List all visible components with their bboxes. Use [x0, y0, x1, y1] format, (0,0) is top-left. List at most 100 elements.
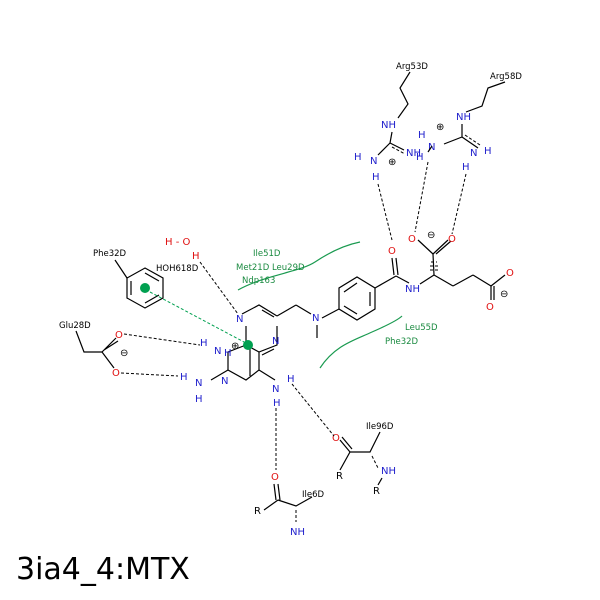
hbond-water-n5 [199, 261, 239, 315]
cg-cd [472, 274, 492, 287]
pteridine-n5: N [236, 314, 243, 325]
benzoyl-ring-inner [343, 282, 371, 315]
arg53-guanidine [377, 142, 405, 156]
cd-o-top [490, 274, 506, 287]
water-h-o: H - O [165, 237, 190, 248]
c2-amino-bond [210, 369, 229, 381]
residue-label-arg53: Arg53D [396, 62, 428, 72]
hydrophobic-arc-top [237, 241, 361, 291]
glu28-minus-charge: ⊖ [120, 348, 128, 359]
arg58-nh-top: NH [456, 112, 471, 123]
pteridine-n3: N [221, 376, 228, 387]
residue-label-glu28: Glu28D [59, 321, 91, 331]
cb-cg [452, 274, 474, 287]
pteridine-inner [249, 309, 275, 376]
ile6-co [273, 483, 281, 501]
ile96-n-r [377, 477, 383, 486]
residue-label-ile6: Ile6D [302, 490, 325, 500]
pteridine-n8: N [272, 336, 279, 347]
amide-co [391, 257, 399, 276]
alpha-c-o [417, 239, 452, 255]
pteridine-centroid [243, 340, 253, 350]
residue-label-hoh618: HOH618D [156, 264, 199, 274]
hydrophobic-label-leu55: Leu55D [405, 323, 438, 333]
gamma-o-bottom: O [486, 302, 494, 313]
amide-n-ca [419, 274, 435, 285]
arg58-chain [465, 81, 506, 113]
ile6-chain [263, 496, 313, 511]
arg58-n-h [427, 145, 433, 153]
alpha-o-left: O [408, 234, 416, 245]
hbond-arg58-o1 [414, 161, 429, 233]
phe32-stub [114, 259, 128, 279]
mtx-amide-nh: NH [405, 284, 420, 295]
phe32-ring-inner [130, 272, 160, 304]
c4-amino-h2: H [273, 398, 281, 409]
hbond-arg58-o2 [451, 173, 467, 235]
glu28-n1-h-label: H [200, 338, 208, 349]
hydrophobic-label-ile51: Ile51D [253, 249, 281, 259]
hydrophobic-label-phe32: Phe32D [385, 337, 419, 347]
ile6-o: O [271, 472, 279, 483]
ile96-nh: NH [381, 466, 396, 477]
pteridine-n1-h: H [224, 348, 232, 359]
c2-amino-n: N [195, 378, 202, 389]
ile6-r: R [254, 506, 261, 517]
c4-amino-n: N [272, 384, 279, 395]
gamma-minus-charge: ⊖ [500, 289, 508, 300]
pteridine-n1-plus: ⊕ [231, 341, 239, 352]
ca-cb [433, 274, 454, 287]
amide-c-n [395, 275, 410, 284]
alpha-stereo [430, 261, 438, 271]
hbond-arg53-o [377, 183, 393, 241]
ca-calpha-c [432, 253, 435, 276]
hydrophobic-arc-right [319, 315, 403, 369]
arg58-h-left2: H [416, 152, 424, 163]
glu28-chain [75, 330, 102, 353]
arg58-guanidine [443, 124, 479, 149]
hydrophobic-label-met21-leu29: Met21D Leu29D [236, 263, 305, 273]
n10-ch2 [295, 304, 312, 315]
gamma-o-top: O [506, 268, 514, 279]
arg53-chain [397, 71, 411, 119]
arg58-h-left1: H [418, 130, 426, 141]
ligand-title: 3ia4_4:MTX [16, 552, 190, 587]
hydrophobic-label-ndp163: Ndp163 [242, 276, 275, 286]
c2-amino-h1: H [180, 372, 188, 383]
arg53-h-left: H [354, 152, 362, 163]
ile96-o: O [332, 433, 340, 444]
hbond-c4amino-ile96 [291, 383, 335, 437]
arg58-h-right2: H [462, 162, 470, 173]
arg53-guanidine-dash [391, 146, 406, 155]
mtx-carbonyl-o-amide: O [388, 246, 396, 257]
ile96-chain [339, 431, 381, 471]
pi-stack-line [149, 291, 245, 343]
cd-o-bottom [490, 286, 495, 300]
ring-to-n10 [321, 308, 340, 319]
residue-label-arg58: Arg58D [490, 72, 522, 82]
c4-amino-h1: H [287, 374, 295, 385]
arg53-plus-charge: ⊕ [388, 157, 396, 168]
arg53-nh-top: NH [381, 120, 396, 131]
arg53-n-left: N [370, 156, 377, 167]
arg53-nh-right: NH [406, 148, 421, 159]
arg58-n-left: N [428, 142, 435, 153]
arg53-h-bottom: H [372, 172, 380, 183]
phe32-centroid [140, 283, 150, 293]
pteridine-n1: N [214, 346, 221, 357]
hbond-glu28-amino [120, 372, 179, 377]
residue-label-phe32: Phe32D [93, 249, 127, 259]
glu28-o-bottom: O [112, 368, 120, 379]
arg58-n-right: N [470, 148, 477, 159]
residue-label-ile96: Ile96D [366, 422, 394, 432]
water-h-bottom: H [192, 251, 200, 262]
arg58-h-right1: H [484, 146, 492, 157]
arg53-bond-cz [389, 131, 393, 144]
arg58-plus-charge: ⊕ [436, 122, 444, 133]
alpha-minus-charge: ⊖ [427, 230, 435, 241]
glu28-carboxylate [101, 337, 119, 369]
c4-amino-bond [258, 369, 276, 381]
ile96-r-left: R [336, 471, 343, 482]
pteridine-ring-left [227, 344, 260, 381]
